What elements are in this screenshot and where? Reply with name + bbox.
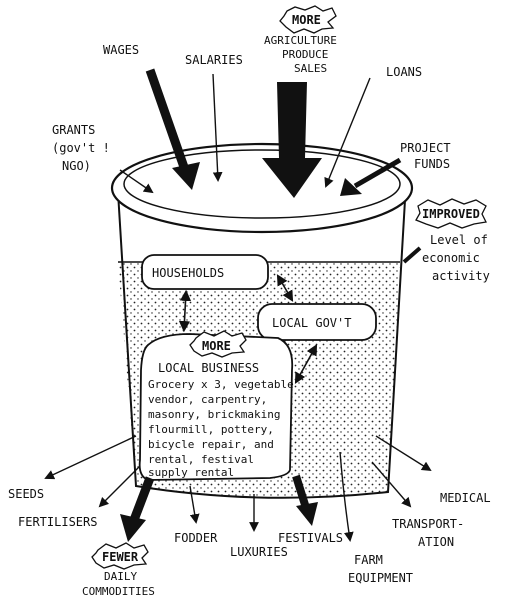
improved-level-note: IMPROVED Level of economic activity xyxy=(416,199,490,283)
transportation-label-line1: TRANSPORT- xyxy=(392,517,464,531)
local-govt-label: LOCAL GOV'T xyxy=(272,316,351,330)
transportation-label-line2: ATION xyxy=(418,535,454,549)
fertilisers-arrow xyxy=(100,466,140,506)
agriculture-label-line2: AGRICULTURE xyxy=(264,34,337,47)
commodities-label: COMMODITIES xyxy=(82,585,155,598)
agriculture-label-line4: SALES xyxy=(294,62,327,75)
outflow-labels: SEEDS FERTILISERS FEWER DAILY COMMODITIE… xyxy=(8,487,491,598)
medical-label: MEDICAL xyxy=(440,491,491,505)
business-line-7: supply rental xyxy=(148,466,234,479)
project-funds-label-line2: FUNDS xyxy=(414,157,450,171)
more-business-label: MORE xyxy=(202,339,231,353)
daily-label: DAILY xyxy=(104,570,137,583)
loans-label: LOANS xyxy=(386,65,422,79)
level-label-line4: activity xyxy=(432,269,490,283)
agriculture-more-label: MORE xyxy=(292,13,321,27)
seeds-label: SEEDS xyxy=(8,487,44,501)
households-label: HOUSEHOLDS xyxy=(152,266,224,280)
business-line-1: Grocery x 3, vegetable xyxy=(148,378,294,391)
bucket-rim-outer xyxy=(112,144,412,232)
luxuries-label: LUXURIES xyxy=(230,545,288,559)
daily-commodities-arrowhead xyxy=(120,514,146,542)
fewer-label: FEWER xyxy=(102,550,139,564)
salaries-label: SALARIES xyxy=(185,53,243,67)
business-line-5: bicycle repair, and xyxy=(148,438,274,451)
improved-label: IMPROVED xyxy=(422,207,480,221)
seeds-arrow xyxy=(46,436,136,478)
fodder-label: FODDER xyxy=(174,531,218,545)
farm-label: FARM xyxy=(354,553,383,567)
local-business-title: LOCAL BUSINESS xyxy=(158,361,259,375)
business-line-3: masonry, brickmaking xyxy=(148,408,280,421)
grants-label-line3: NGO) xyxy=(62,159,91,173)
grants-label-line1: GRANTS xyxy=(52,123,95,137)
festivals-label: FESTIVALS xyxy=(278,531,343,545)
project-funds-label-line1: PROJECT xyxy=(400,141,451,155)
agriculture-label-line3: PRODUCE xyxy=(282,48,328,61)
wages-label: WAGES xyxy=(103,43,139,57)
business-line-2: vendor, carpentry, xyxy=(148,393,267,406)
grants-label-line2: (gov't ! xyxy=(52,141,110,155)
level-label-line2: Level of xyxy=(430,233,488,247)
improved-arrow xyxy=(404,248,420,262)
business-line-6: rental, festival xyxy=(148,453,254,466)
equipment-label: EQUIPMENT xyxy=(348,571,413,585)
fertilisers-label: FERTILISERS xyxy=(18,515,97,529)
level-label-line3: economic xyxy=(422,251,480,265)
business-line-4: flourmill, pottery, xyxy=(148,423,274,436)
festivals-arrowhead xyxy=(296,502,318,526)
